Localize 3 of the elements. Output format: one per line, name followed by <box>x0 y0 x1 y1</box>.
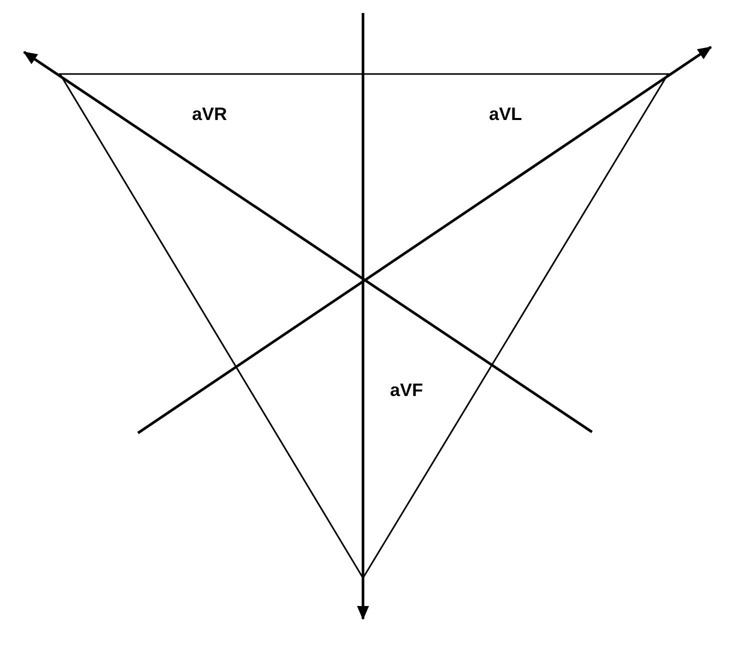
lead-label: aVF <box>390 380 424 400</box>
lead-label: aVL <box>489 104 522 124</box>
lead-label: aVR <box>192 104 228 124</box>
